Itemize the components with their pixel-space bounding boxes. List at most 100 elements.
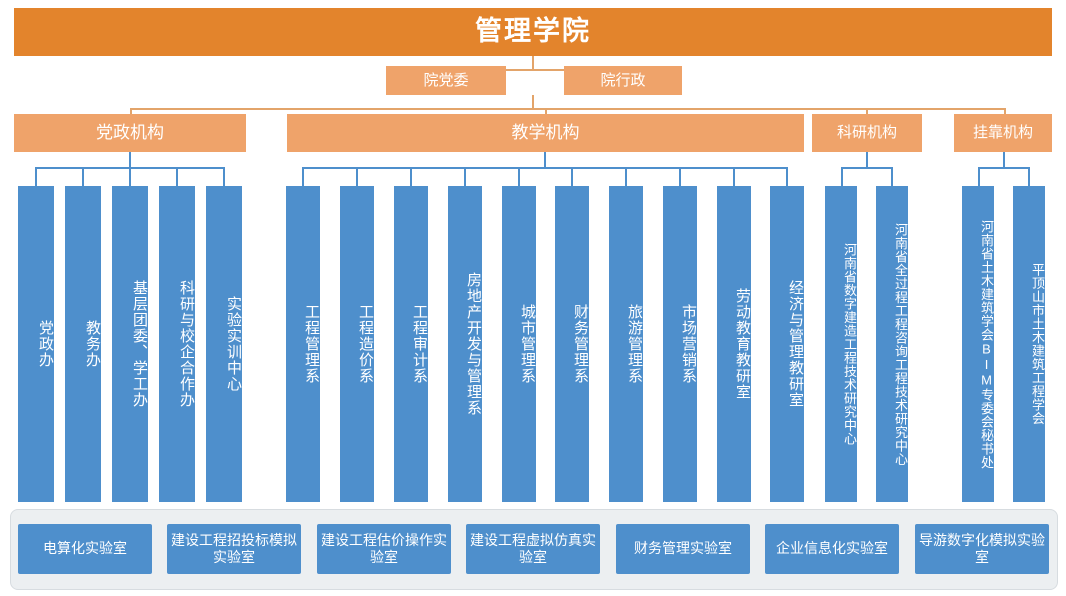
unit-label: 实验实训中心 xyxy=(225,296,242,392)
unit-column-lvyou-guanli: 旅游管理系 xyxy=(609,186,643,502)
lab-box-guija: 建设工程估价操作实验室 xyxy=(317,524,451,574)
root-title-label: 管理学院 xyxy=(475,16,591,47)
connector-cat2-drop xyxy=(545,108,547,116)
administration-box: 院行政 xyxy=(564,66,682,95)
unit-label: 城市管理系 xyxy=(519,304,536,384)
connector-teach-d7 xyxy=(625,167,627,186)
connector-research-d2 xyxy=(891,167,893,186)
unit-column-jiaowuban: 教务办 xyxy=(65,186,101,502)
unit-column-gongcheng-zaojia: 工程造价系 xyxy=(340,186,374,502)
lab-label: 建设工程招投标模拟实验室 xyxy=(171,531,297,566)
lab-box-xuni-fangzhen: 建设工程虚拟仿真实验室 xyxy=(466,524,600,574)
lab-box-daoyou-shuzihua: 导游数字化模拟实验室 xyxy=(915,524,1049,574)
category-admin-box: 党政机构 xyxy=(14,114,246,152)
unit-column-henan-bim-committee-secretariat: 河南省土木建筑学会BIM专委会秘书处 xyxy=(962,186,994,502)
unit-column-shichang-yingxiao: 市场营销系 xyxy=(663,186,697,502)
connector-affiliated-stem xyxy=(1003,152,1005,168)
category-teaching-box: 教学机构 xyxy=(287,114,804,152)
unit-label: 劳动教育教研室 xyxy=(734,288,751,400)
unit-column-gongcheng-guanli: 工程管理系 xyxy=(286,186,320,502)
unit-label: 河南省数字建造工程技术研究中心 xyxy=(842,242,857,446)
category-admin-label: 党政机构 xyxy=(96,122,164,142)
unit-column-jingji-guanli-jiaoyanshi: 经济与管理教研室 xyxy=(770,186,804,502)
administration-label: 院行政 xyxy=(600,71,646,89)
connector-teach-d2 xyxy=(356,167,358,186)
connector-research-stem xyxy=(866,152,868,168)
unit-label: 科研与校企合作办 xyxy=(178,280,195,408)
unit-label: 房地产开发与管理系 xyxy=(465,272,482,416)
unit-label: 基层团委、学工办 xyxy=(131,280,148,408)
connector-affiliated-d2 xyxy=(1028,167,1030,186)
unit-column-caiwu-guanli: 财务管理系 xyxy=(555,186,589,502)
connector-category-bar xyxy=(130,108,1006,110)
connector-cat3-drop xyxy=(866,108,868,116)
unit-label: 工程管理系 xyxy=(303,304,320,384)
party-committee-box: 院党委 xyxy=(386,66,506,95)
connector-teach-d9 xyxy=(733,167,735,186)
connector-teaching-stem xyxy=(544,152,546,168)
unit-label: 教务办 xyxy=(84,320,101,368)
unit-label: 河南省全过程工程咨询工程技术研究中心 xyxy=(893,222,908,466)
connector-teaching-bar xyxy=(302,167,786,169)
unit-column-chengshi-guanli: 城市管理系 xyxy=(502,186,536,502)
category-affiliated-box: 挂靠机构 xyxy=(954,114,1052,152)
connector-affiliated-d1 xyxy=(978,167,980,186)
connector-research-bar xyxy=(841,167,893,169)
unit-column-gongcheng-shenji: 工程审计系 xyxy=(394,186,428,502)
connector-affiliated-bar xyxy=(978,167,1030,169)
connector-title-down xyxy=(532,56,534,70)
lab-label: 建设工程估价操作实验室 xyxy=(321,531,447,566)
connector-admin-d5 xyxy=(223,167,225,186)
connector-teach-d5 xyxy=(518,167,520,186)
root-title-box: 管理学院 xyxy=(14,8,1052,56)
lab-box-zhaotoubiao: 建设工程招投标模拟实验室 xyxy=(167,524,301,574)
party-committee-label: 院党委 xyxy=(423,71,469,89)
connector-teach-d4 xyxy=(464,167,466,186)
category-affiliated-label: 挂靠机构 xyxy=(972,124,1033,142)
connector-admin-d4 xyxy=(176,167,178,186)
unit-label: 工程审计系 xyxy=(411,304,428,384)
lab-box-caiwu-guanli: 财务管理实验室 xyxy=(616,524,750,574)
unit-label: 党政办 xyxy=(37,320,54,368)
unit-label: 经济与管理教研室 xyxy=(787,280,804,408)
connector-teach-d1 xyxy=(302,167,304,186)
unit-label: 河南省土木建筑学会BIM专委会秘书处 xyxy=(979,219,994,469)
unit-label: 平顶山市土木建筑工程学会 xyxy=(1030,263,1045,425)
unit-column-henan-whole-process-consulting-center: 河南省全过程工程咨询工程技术研究中心 xyxy=(876,186,908,502)
connector-row2-center-down xyxy=(532,95,534,109)
unit-column-henan-digital-construction-center: 河南省数字建造工程技术研究中心 xyxy=(825,186,857,502)
connector-admin-d2 xyxy=(82,167,84,186)
unit-column-fangdichan-kaifa-guanli: 房地产开发与管理系 xyxy=(448,186,482,502)
category-research-box: 科研机构 xyxy=(812,114,922,152)
category-teaching-label: 教学机构 xyxy=(511,122,580,142)
lab-label: 电算化实验室 xyxy=(43,540,127,557)
unit-column-jiceng-tuanwei-xuegongban: 基层团委、学工办 xyxy=(112,186,148,502)
unit-label: 工程造价系 xyxy=(357,304,374,384)
unit-column-shiyan-shixun-zhongxin: 实验实训中心 xyxy=(206,186,242,502)
connector-teach-d6 xyxy=(571,167,573,186)
connector-research-d1 xyxy=(841,167,843,186)
connector-teach-d10 xyxy=(786,167,788,186)
lab-box-qiye-xinxihua: 企业信息化实验室 xyxy=(765,524,899,574)
connector-admin-d3 xyxy=(129,167,131,186)
unit-column-pingdingshan-civil-engineering-society: 平顶山市土木建筑工程学会 xyxy=(1013,186,1045,502)
lab-label: 建设工程虚拟仿真实验室 xyxy=(470,531,596,566)
connector-row2-bar xyxy=(445,69,623,71)
connector-teach-d8 xyxy=(679,167,681,186)
unit-label: 市场营销系 xyxy=(680,304,697,384)
connector-cat1-drop xyxy=(130,108,132,116)
unit-column-laodong-jiaoyu-jiaoyanshi: 劳动教育教研室 xyxy=(717,186,751,502)
connector-teach-d3 xyxy=(410,167,412,186)
unit-column-dangzhengban: 党政办 xyxy=(18,186,54,502)
connector-cat4-drop xyxy=(1004,108,1006,116)
connector-admin-d1 xyxy=(35,167,37,186)
lab-label: 导游数字化模拟实验室 xyxy=(919,531,1045,566)
lab-box-dianSuanHua: 电算化实验室 xyxy=(18,524,152,574)
unit-label: 旅游管理系 xyxy=(626,304,643,384)
connector-admin-stem xyxy=(129,152,131,168)
lab-label: 企业信息化实验室 xyxy=(776,540,888,557)
unit-column-keyan-xiaoqi-hezuoban: 科研与校企合作办 xyxy=(159,186,195,502)
lab-label: 财务管理实验室 xyxy=(634,540,732,557)
category-research-label: 科研机构 xyxy=(836,124,897,142)
